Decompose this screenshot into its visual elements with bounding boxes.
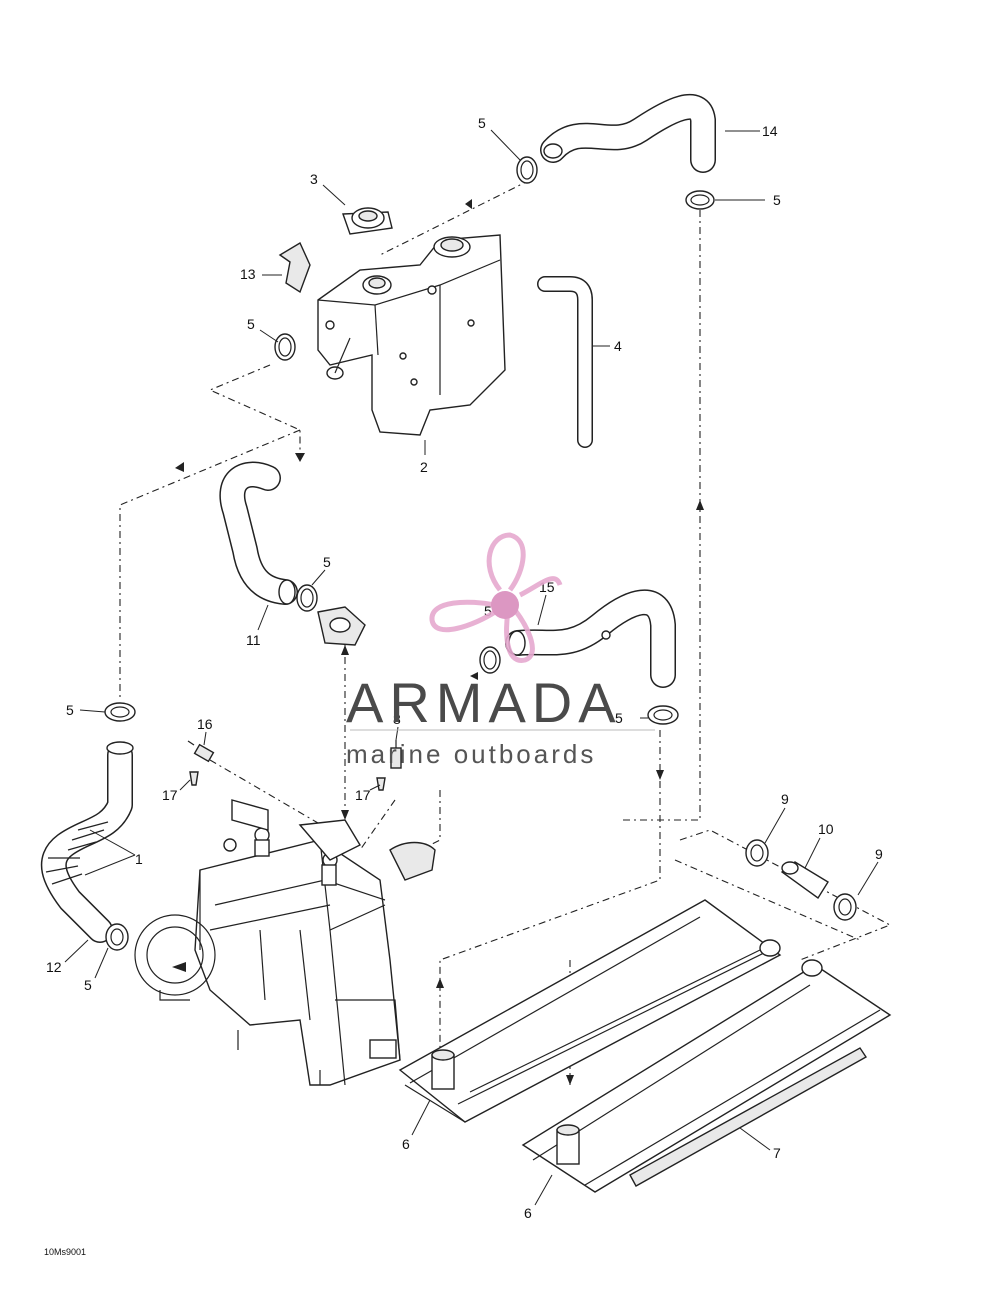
callout-5-lower-left: 5 (66, 702, 74, 718)
connector-hose-10 (780, 861, 829, 900)
callout-9-left: 9 (781, 791, 789, 807)
hose-14 (540, 93, 716, 173)
clamp-5-hose-15 (479, 646, 501, 674)
callout-2: 2 (420, 459, 428, 475)
callout-11: 11 (246, 632, 261, 648)
sensor-8 (390, 740, 402, 769)
callout-5-hose-12: 5 (84, 977, 92, 993)
coolant-reservoir-2 (317, 234, 506, 436)
callout-12: 12 (46, 959, 62, 975)
bracket-13 (278, 241, 311, 294)
heat-exchanger-6-upper (398, 899, 782, 1123)
clamp-5-top-left (516, 156, 538, 184)
callout-6-upper: 6 (402, 1136, 410, 1152)
hose-1-12 (40, 741, 134, 943)
engine-block (134, 799, 436, 1086)
callout-4: 4 (614, 338, 622, 354)
clamp-5-hose-11 (296, 584, 318, 612)
trim-strip-7 (629, 1047, 868, 1187)
callout-6-lower: 6 (524, 1205, 532, 1221)
armada-watermark: ARMADA marine outboards (346, 532, 655, 769)
callout-5-top-right: 5 (773, 192, 781, 208)
clamp-5-hose-12 (105, 923, 129, 951)
callout-17-right: 17 (355, 787, 371, 803)
clamp-5-top-right (685, 190, 715, 210)
callout-1: 1 (135, 851, 143, 867)
callout-17-left: 17 (162, 787, 178, 803)
hose-11 (219, 461, 298, 605)
callout-7: 7 (773, 1145, 781, 1161)
fitting-17-right (376, 777, 386, 791)
heat-exchanger-6-lower (521, 959, 892, 1193)
callout-5-top-left: 5 (478, 115, 486, 131)
callout-8: 8 (393, 711, 401, 727)
callout-16: 16 (197, 716, 213, 732)
clamp-5-lower-left (104, 702, 136, 722)
clamp-5-hose-15-end (647, 705, 679, 725)
radiator-cap-3 (342, 207, 393, 235)
leader-lines (64, 129, 879, 1206)
clamp-5-reservoir (274, 333, 296, 361)
brand-name: ARMADA (346, 671, 622, 734)
hose-15 (505, 589, 676, 688)
callout-9-right: 9 (875, 846, 883, 862)
callout-5-hose-15: 5 (484, 603, 492, 619)
callout-10: 10 (818, 821, 834, 837)
clamp-9-left (745, 839, 769, 867)
callout-5-hose-15-end: 5 (615, 710, 623, 726)
callout-5-reservoir: 5 (247, 316, 255, 332)
figure-reference: 10Ms9001 (44, 1247, 86, 1257)
overflow-hose-4 (537, 276, 593, 448)
propeller-logo-icon (429, 532, 563, 663)
callout-5-hose-11: 5 (323, 554, 331, 570)
callout-13: 13 (240, 266, 256, 282)
fitting-17-left (189, 771, 199, 786)
brand-tagline: marine outboards (346, 739, 596, 769)
clamp-9-right (833, 893, 857, 921)
sensor-16 (187, 740, 215, 763)
callout-3: 3 (310, 171, 318, 187)
callout-14: 14 (762, 123, 778, 139)
thermostat-housing (317, 606, 366, 646)
